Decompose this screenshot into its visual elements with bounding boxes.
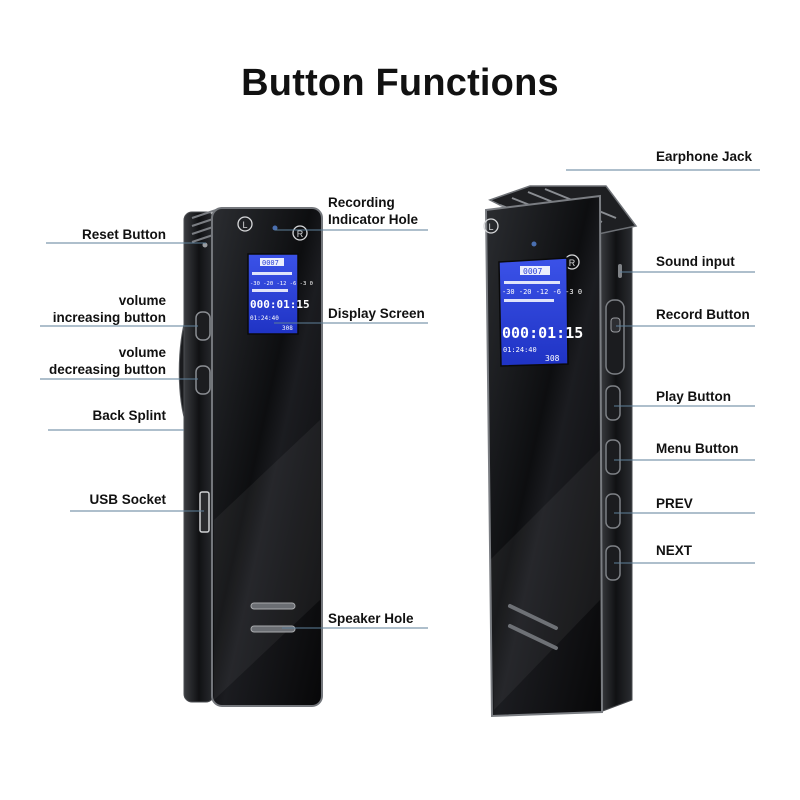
left-badge-text-rear: L [488, 222, 493, 232]
left-channel-badge [237, 216, 253, 232]
diagram-title: Button Functions [241, 62, 559, 104]
label-speaker-hole: Speaker Hole [328, 611, 414, 626]
label-prev: PREV [656, 496, 693, 511]
screen-level-scale: -30 -20 -12 -6 -3 0 [250, 281, 313, 287]
label-back-splint: Back Splint [92, 408, 166, 423]
screen-elapsed-time-rear: 000:01:15 [502, 324, 583, 342]
volume-up-button [195, 311, 211, 341]
recording-indicator-hole-rear [531, 241, 537, 247]
label-recording-line1: Recording [328, 195, 395, 210]
label-volume-up-line1: volume [118, 293, 166, 308]
menu-button [605, 439, 621, 475]
speaker-grille-rear-2 [508, 624, 558, 650]
screen-total-time: 01:24:40 [250, 315, 279, 322]
label-volume-down-line1: volume [118, 345, 166, 360]
left-channel-badge-rear [483, 218, 499, 234]
right-channel-badge [292, 225, 308, 241]
screen-file-count: 308 [282, 325, 293, 332]
front-device: L R 0007 -30 -20 -12 -6 -3 0 000:01:15 0… [178, 207, 323, 707]
label-next: NEXT [656, 543, 693, 558]
label-record-button: Record Button [656, 307, 750, 322]
record-switch [605, 299, 625, 375]
screen-file-number: 0007 [262, 259, 279, 267]
screen-file-number-rear: 0007 [523, 267, 542, 276]
speaker-grille-2 [250, 625, 296, 633]
label-usb-socket: USB Socket [89, 492, 166, 507]
label-volume-up-line2: increasing button [52, 310, 166, 325]
right-badge-text-rear: R [569, 258, 576, 268]
label-play-button: Play Button [656, 389, 732, 404]
label-earphone-jack: Earphone Jack [656, 149, 753, 164]
display-screen [247, 253, 299, 335]
rear-device: L R 0007 -30 -20 -12 -6 -3 0 000:01:15 0… [483, 185, 638, 718]
left-badge-text: L [242, 220, 247, 230]
prev-button [605, 493, 621, 529]
recording-indicator-hole [272, 225, 278, 231]
label-reset-button: Reset Button [82, 227, 166, 242]
record-switch-knob [610, 317, 621, 333]
usb-socket [199, 491, 210, 533]
label-volume-down-line2: decreasing button [48, 362, 166, 377]
screen-level-scale-rear: -30 -20 -12 -6 -3 0 [502, 288, 582, 296]
speaker-grille-rear-1 [508, 604, 558, 630]
sound-input-hole [618, 264, 622, 278]
device-side-left [183, 211, 215, 703]
speaker-grille-1 [250, 602, 296, 610]
label-display-screen: Display Screen [328, 306, 425, 321]
screen-total-time-rear: 01:24:40 [503, 346, 537, 354]
reset-hole [202, 242, 208, 248]
screen-elapsed-time: 000:01:15 [250, 298, 310, 311]
label-menu-button: Menu Button [656, 441, 739, 456]
display-screen-rear [498, 257, 569, 367]
label-recording-line2: Indicator Hole [328, 212, 419, 227]
volume-down-button [195, 365, 211, 395]
right-badge-text: R [297, 229, 304, 239]
screen-file-count-rear: 308 [545, 354, 560, 363]
label-sound-input: Sound input [656, 254, 735, 269]
leader-lines [40, 169, 760, 629]
play-button [605, 385, 621, 421]
